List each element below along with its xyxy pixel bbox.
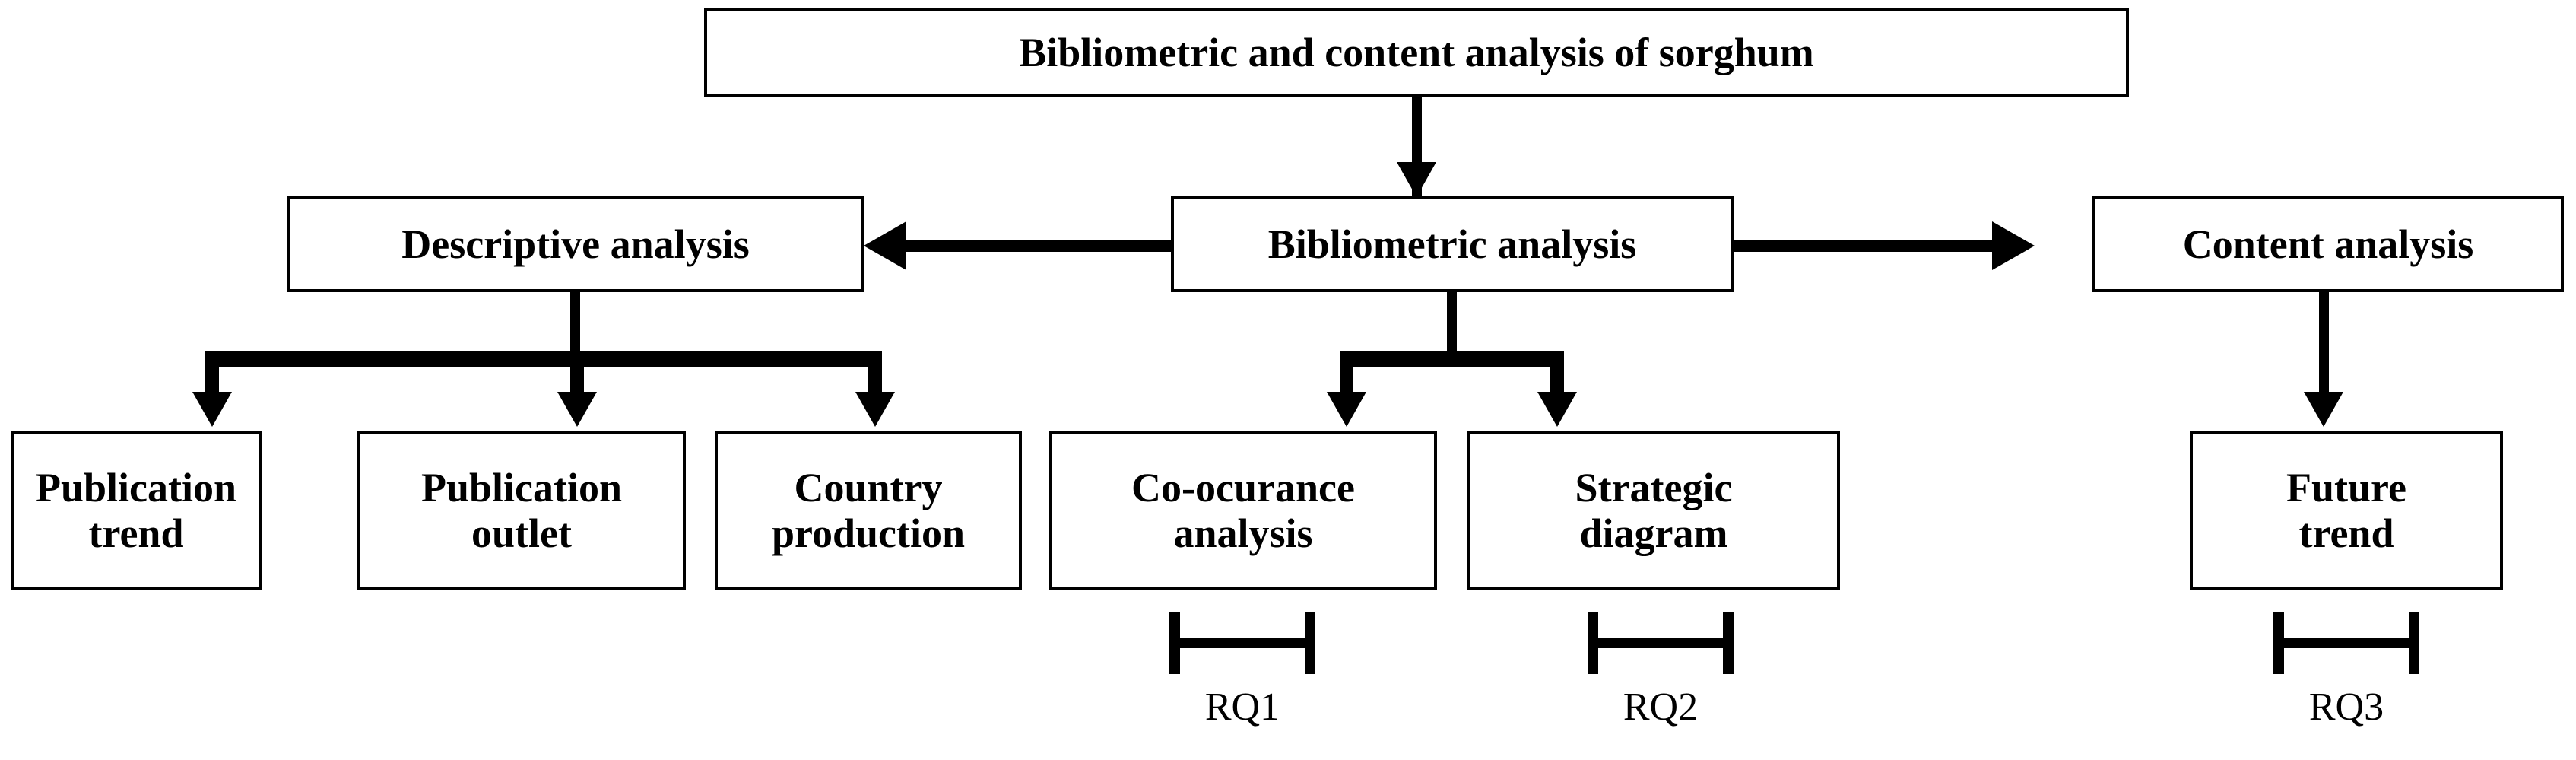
node-future-trend-label: Future trend bbox=[2286, 464, 2406, 556]
connector-bibliometric-to-co-ocurance-analysis bbox=[1340, 351, 1353, 399]
arrowhead-publication-trend bbox=[192, 392, 232, 427]
arrowhead-strategic-diagram bbox=[1537, 392, 1577, 427]
node-content-analysis-label: Content analysis bbox=[2182, 221, 2474, 267]
connector-bibliometric-to-content bbox=[1734, 240, 1992, 252]
label-rq2: RQ2 bbox=[1623, 685, 1699, 729]
node-publication-outlet-label: Publication outlet bbox=[420, 464, 623, 556]
node-descriptive-analysis-label: Descriptive analysis bbox=[401, 221, 750, 267]
connector-descriptive-bus bbox=[205, 351, 882, 367]
node-strategic-diagram: Strategic diagram bbox=[1467, 431, 1840, 590]
node-bibliometric-analysis-label: Bibliometric analysis bbox=[1267, 221, 1637, 267]
arrowhead-future-trend bbox=[2304, 392, 2343, 427]
arrowhead-publication-outlet bbox=[557, 392, 597, 427]
bracket-rq3-cap-right bbox=[2409, 612, 2419, 674]
arrowhead-bibliometric-to-descriptive bbox=[864, 221, 906, 270]
node-co-ocurance-analysis: Co-ocurance analysis bbox=[1049, 431, 1437, 590]
node-publication-trend-label: Publication trend bbox=[35, 464, 237, 556]
node-strategic-diagram-label: Strategic diagram bbox=[1575, 464, 1733, 556]
connector-descriptive-to-publication-outlet bbox=[570, 351, 584, 399]
label-rq3: RQ3 bbox=[2308, 685, 2384, 729]
bracket-rq2-bar bbox=[1588, 638, 1734, 648]
connector-descriptive-to-country-production bbox=[868, 351, 882, 399]
bracket-rq3 bbox=[2273, 612, 2419, 674]
connector-bibliometric-to-strategic-diagram bbox=[1550, 351, 1564, 399]
node-title: Bibliometric and content analysis of sor… bbox=[704, 8, 2129, 97]
connector-bibliometric-to-descriptive bbox=[906, 240, 1174, 252]
connector-bibliometric-bus bbox=[1340, 351, 1564, 367]
bracket-rq3-bar bbox=[2273, 638, 2419, 648]
bracket-rq1-bar bbox=[1169, 638, 1315, 648]
node-descriptive-analysis: Descriptive analysis bbox=[287, 196, 864, 292]
node-country-production: Country production bbox=[715, 431, 1022, 590]
bracket-rq2-cap-right bbox=[1723, 612, 1734, 674]
node-future-trend: Future trend bbox=[2190, 431, 2503, 590]
arrowhead-co-ocurance-analysis bbox=[1327, 392, 1366, 427]
arrowhead-bibliometric-to-content bbox=[1992, 221, 2035, 270]
node-content-analysis: Content analysis bbox=[2092, 196, 2564, 292]
bracket-rq2 bbox=[1588, 612, 1734, 674]
connector-descriptive-to-publication-trend bbox=[205, 351, 219, 399]
bracket-rq1-cap-right bbox=[1305, 612, 1315, 674]
node-country-production-label: Country production bbox=[771, 464, 966, 556]
connector-bibliometric-stem bbox=[1447, 292, 1457, 356]
arrowhead-title-to-bibliometric bbox=[1397, 162, 1436, 197]
label-rq1: RQ1 bbox=[1204, 685, 1280, 729]
connector-descriptive-stem bbox=[570, 292, 580, 356]
node-title-label: Bibliometric and content analysis of sor… bbox=[1019, 29, 1814, 75]
arrowhead-country-production bbox=[855, 392, 895, 427]
node-bibliometric-analysis: Bibliometric analysis bbox=[1171, 196, 1734, 292]
node-publication-outlet: Publication outlet bbox=[357, 431, 686, 590]
node-co-ocurance-analysis-label: Co-ocurance analysis bbox=[1131, 464, 1355, 556]
connector-content-to-future-trend bbox=[2319, 292, 2329, 399]
node-publication-trend: Publication trend bbox=[11, 431, 262, 590]
bracket-rq1 bbox=[1169, 612, 1315, 674]
